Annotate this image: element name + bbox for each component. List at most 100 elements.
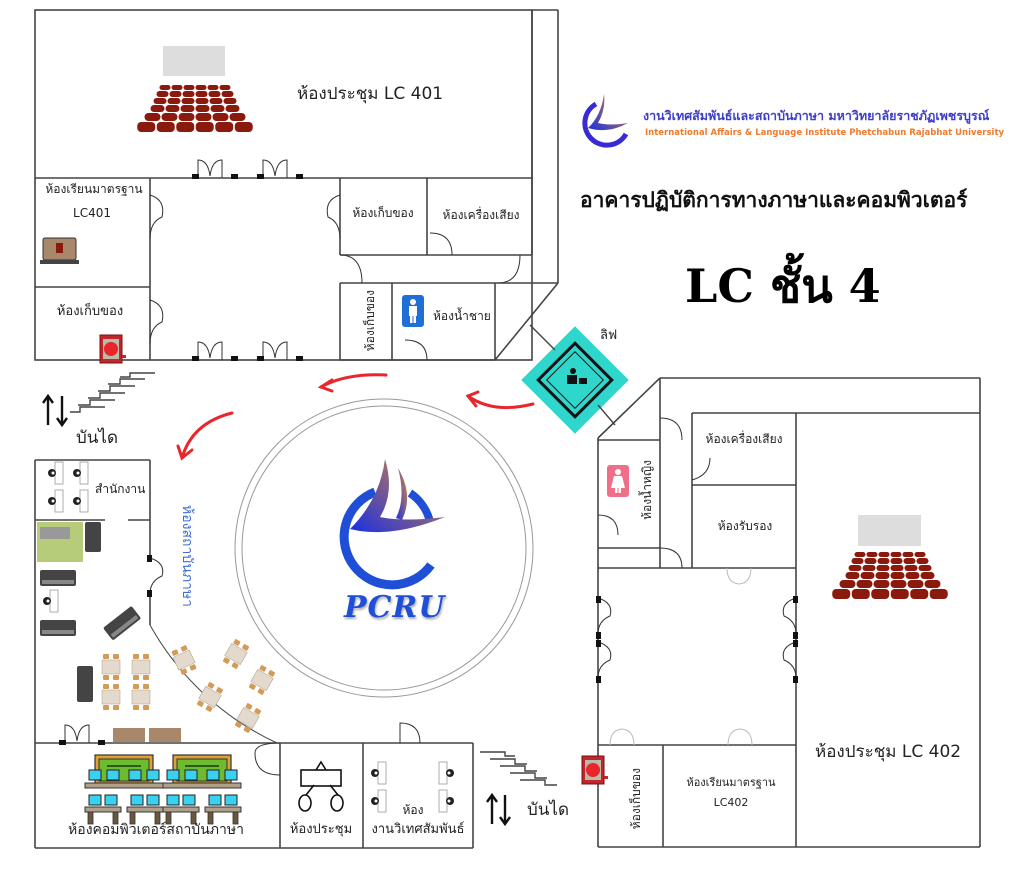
computer-lab-icon-1 [84, 754, 164, 825]
seat [920, 572, 935, 579]
room-label-classroom-lc401-code: LC401 [73, 206, 111, 220]
room-label-storage-north: ห้องเก็บของ [352, 206, 414, 220]
room-label-storage-vertical-south: ห้องเก็บของ [629, 768, 643, 830]
room-label-sound-room-north: ห้องเครื่องเสียง [442, 208, 520, 222]
seat [860, 572, 875, 579]
seat [856, 580, 873, 588]
table-with-chairs-icon [101, 653, 121, 681]
seat [207, 85, 219, 90]
seat [153, 98, 167, 104]
seat [877, 558, 890, 564]
dining-tables [101, 637, 277, 735]
room-label-computer-room: ห้องคอมพิวเตอร์สถาบันภาษา [68, 822, 244, 838]
north-wing-walls [34, 9, 559, 361]
seat [225, 105, 240, 112]
org-name-en: International Affairs & Language Institu… [645, 128, 1005, 138]
seat [907, 580, 924, 588]
womens-restroom-icon [607, 465, 629, 497]
seat [924, 580, 941, 588]
table-with-chairs-icon [131, 683, 151, 711]
seat [167, 98, 181, 104]
seat [904, 565, 918, 571]
seat [910, 589, 929, 599]
fire-alarm-icon-north [99, 334, 127, 364]
room-label-womens-restroom: ห้องน้ำหญิง [640, 460, 654, 520]
lounge-sofas [40, 522, 142, 702]
stairs-label-south: บันได [527, 800, 570, 820]
seat [150, 105, 165, 112]
east-wing-walls [597, 377, 981, 848]
seat [165, 105, 180, 112]
seat [195, 122, 214, 132]
room-label-classroom-lc402-code: LC402 [713, 796, 749, 809]
direction-arrows [176, 373, 535, 461]
seat [902, 552, 914, 557]
seat [876, 565, 890, 571]
shelves [113, 728, 181, 742]
seat [169, 91, 182, 97]
seat [159, 85, 171, 90]
seat [171, 85, 183, 90]
seat [918, 565, 932, 571]
computer-lab-icon-2 [162, 754, 242, 825]
projector-screen-lc401 [163, 46, 225, 76]
seat [848, 565, 862, 571]
room-label-intl-affairs: ห้อง [402, 803, 424, 817]
seat [866, 552, 878, 557]
room-label-small-meeting: ห้องประชุม [289, 822, 353, 837]
seat [890, 565, 904, 571]
room-label-office: สำนักงาน [95, 482, 146, 496]
auditorium-seats-lc401 [137, 85, 253, 132]
room-label-sound-room-east: ห้องเครื่องเสียง [705, 432, 783, 446]
seat [180, 105, 195, 112]
room-label-language-institute: ห้องสถาบันภาษา [179, 505, 195, 607]
seat [210, 105, 225, 112]
table-with-chairs-icon [221, 637, 251, 671]
seat [890, 572, 905, 579]
seat [176, 122, 195, 132]
building-title: อาคารปฏิบัติการทางภาษาและคอมพิวเตอร์ [580, 188, 968, 212]
seat [215, 122, 234, 132]
seat [144, 113, 161, 121]
west-wing-walls [34, 459, 474, 849]
seat [845, 572, 860, 579]
table-with-chairs-icon [169, 643, 199, 677]
seat [221, 91, 234, 97]
stairs-south [480, 751, 557, 786]
seat [890, 580, 907, 588]
seat [875, 572, 890, 579]
floor-title: LC ชั้น 4 [685, 259, 881, 313]
seat [183, 85, 195, 90]
seat [156, 91, 169, 97]
seat [914, 552, 926, 557]
seat [854, 552, 866, 557]
seat [851, 589, 870, 599]
seat [873, 580, 890, 588]
room-label-storage-vertical-north: ห้องเก็บของ [363, 290, 377, 352]
room-label-meeting-lc401: ห้องประชุม LC 401 [297, 84, 444, 104]
seat [832, 589, 851, 599]
seat [890, 558, 903, 564]
seat [929, 589, 948, 599]
meeting-table-icon [298, 760, 344, 812]
seat [178, 113, 195, 121]
seat [182, 91, 195, 97]
table-with-chairs-icon [101, 683, 121, 711]
seat [195, 85, 207, 90]
seat [208, 91, 221, 97]
seat [864, 558, 877, 564]
atrium-outer-ring [234, 398, 534, 698]
seat [137, 122, 156, 132]
room-label-classroom-lc401: ห้องเรียนมาตรฐาน [45, 182, 143, 196]
seat [181, 98, 195, 104]
seat [862, 565, 876, 571]
org-name-th: งานวิเทศสัมพันธ์และสถาบันภาษา มหาวิทยาลั… [643, 108, 990, 123]
stairs-label-west: บันได [76, 428, 119, 448]
seat [195, 98, 209, 104]
seat [871, 589, 890, 599]
room-label-storage-nw: ห้องเก็บของ [56, 304, 124, 319]
seat [195, 105, 210, 112]
seat [223, 98, 237, 104]
seat [839, 580, 856, 588]
